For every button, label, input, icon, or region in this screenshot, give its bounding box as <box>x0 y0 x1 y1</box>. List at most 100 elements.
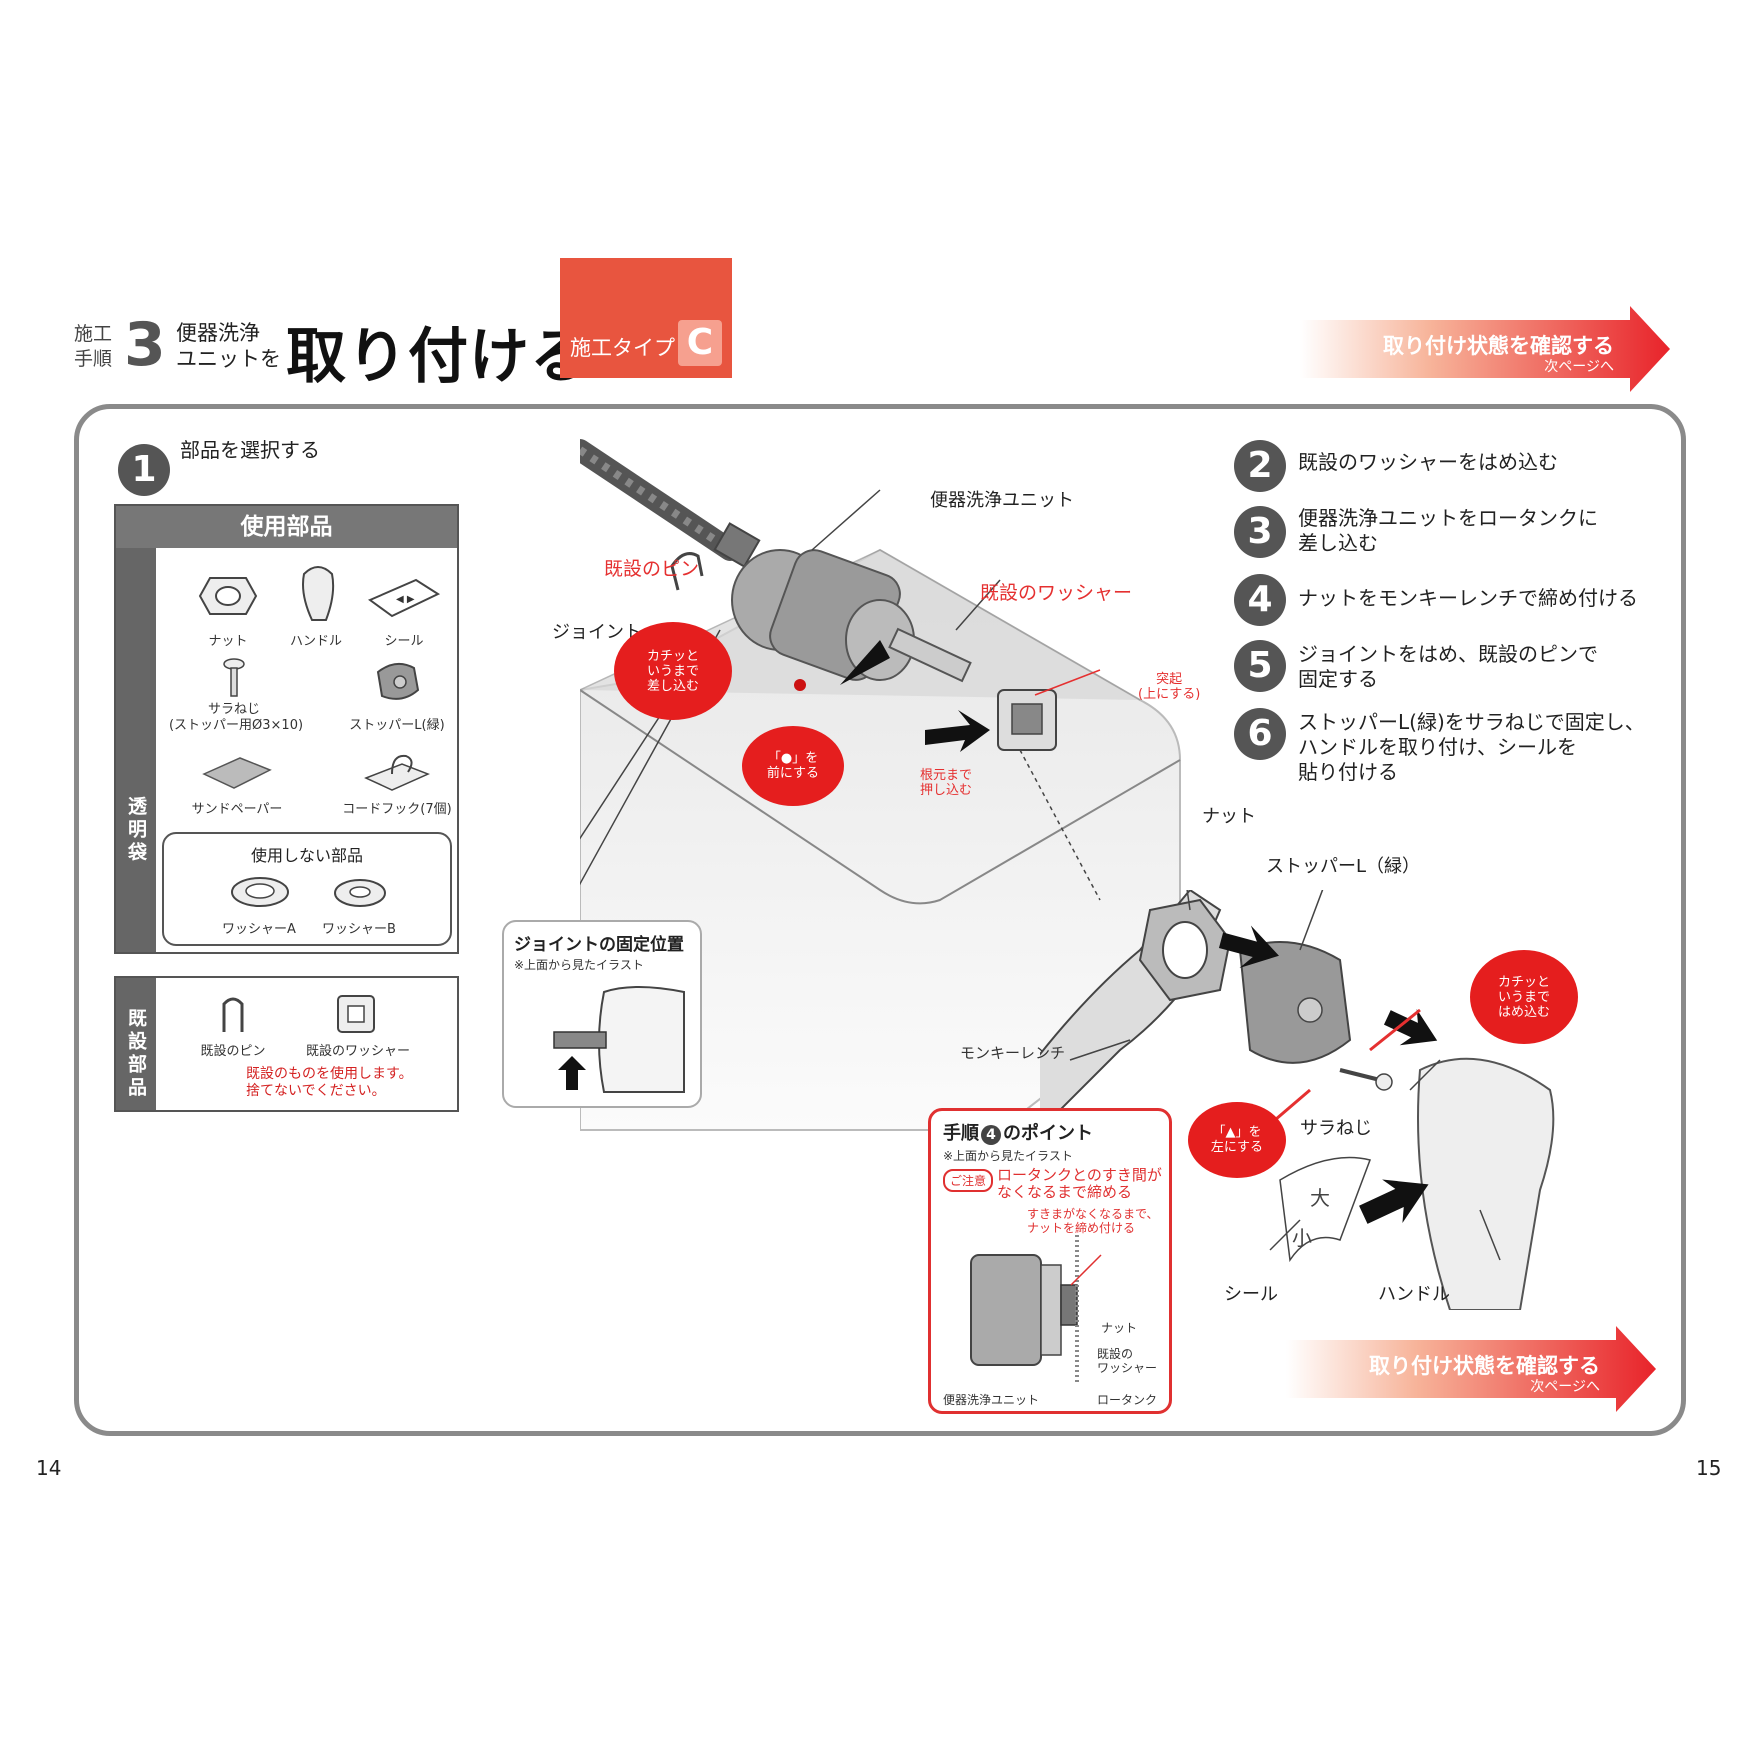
next-page-arrow-bottom[interactable] <box>1286 1326 1662 1412</box>
tip-text-1: すきまがなくなるまで、 <box>1027 1207 1159 1221</box>
label-nut: ナット <box>1202 806 1256 827</box>
installation-illustration <box>580 439 1181 1131</box>
existing-pin-icon <box>222 997 244 1032</box>
label-unit: 便器洗浄ユニット <box>930 490 1074 511</box>
bubble-snap-in: カチッと いうまで はめ込む <box>1470 950 1578 1044</box>
unused-parts-box: 使用しない部品 ワッシャーA ワッシャーB <box>162 832 452 946</box>
point-label-unit: 便器洗浄ユニット <box>943 1393 1040 1407</box>
step-4-text: ナットをモンキーレンチで締め付ける <box>1298 586 1638 610</box>
bag-label: 透明袋 <box>116 548 156 952</box>
point-inset-figure <box>970 1235 1102 1385</box>
instruction-frame <box>74 404 1686 1436</box>
cord-hook-icon <box>364 754 430 791</box>
next-page-arrow-bottom-title: 取り付け状態を確認する <box>1369 1354 1600 1378</box>
label-screw: サラねじ <box>1300 1118 1372 1139</box>
step-2-text: 既設のワッシャーをはめ込む <box>1298 450 1558 474</box>
page-title: 取り付ける <box>286 322 591 392</box>
label-push-base: 根元まで 押し込む <box>920 768 973 798</box>
step-1-text: 部品を選択する <box>180 438 320 462</box>
step-5-circle: 5 <box>1234 640 1286 692</box>
construction-type-letter: C <box>678 320 722 366</box>
step-2-circle: 2 <box>1234 440 1286 492</box>
bubble-click-insert: カチッと いうまで 差し込む <box>614 622 732 720</box>
existing-washer-icon <box>337 995 375 1033</box>
seal-icon: ◀ ▶ <box>367 578 441 618</box>
construction-type-label: 施工タイプ <box>570 336 675 360</box>
page-number-right: 15 <box>1696 1456 1722 1480</box>
label-wrench: モンキーレンチ <box>960 1044 1066 1062</box>
part-label-nut: ナット <box>208 634 248 649</box>
existing-parts-table: 既設部品 既設のピン 既設のワッシャー 既設のものを使用します。 捨てないでくだ… <box>114 976 459 1112</box>
joint-inset-title: ジョイントの固定位置 <box>514 935 684 955</box>
caution-text-1: ロータンクとのすき間が <box>997 1166 1162 1184</box>
sandpaper-icon <box>202 757 272 789</box>
point-label-nut: ナット <box>1101 1321 1138 1335</box>
step-3-circle: 3 <box>1234 506 1286 558</box>
label-handle: ハンドル <box>1378 1284 1450 1305</box>
point-inset-step-num: 4 <box>981 1125 1001 1145</box>
point-label-washer-1: 既設の <box>1097 1347 1134 1361</box>
parts-table-title: 使用部品 <box>116 506 457 548</box>
page-number-left: 14 <box>36 1456 62 1480</box>
label-stopper: ストッパーL（緑） <box>1266 856 1421 877</box>
part-label-screw: サラねじ <box>207 702 260 717</box>
washer-b-icon <box>334 879 386 907</box>
seal-big-mark: 大 <box>1310 1186 1330 1210</box>
existing-note-2: 捨てないでください。 <box>246 1083 386 1099</box>
screw-icon <box>223 658 245 697</box>
part-label-handle: ハンドル <box>289 634 342 649</box>
header-label-top: 施工 <box>74 323 113 345</box>
existing-parts-label: 既設部品 <box>116 978 156 1110</box>
label-joint: ジョイント <box>552 622 642 643</box>
step-6-circle: 6 <box>1234 708 1286 760</box>
label-existing-pin: 既設のピン <box>604 558 700 580</box>
bubble-triangle-left: 「▲」を 左にする <box>1188 1102 1286 1178</box>
header-step-number: 3 <box>124 310 166 380</box>
joint-position-figure <box>553 986 685 1093</box>
joint-position-inset: ジョイントの固定位置 ※上面から見たイラスト <box>502 920 702 1108</box>
step-1-circle: 1 <box>118 444 170 496</box>
svg-text:◀ ▶: ◀ ▶ <box>396 594 415 605</box>
header-sub-bottom: ユニットを <box>176 347 281 371</box>
point-label-washer-2: ワッシャー <box>1097 1361 1158 1375</box>
step-4-circle: 4 <box>1234 574 1286 626</box>
label-existing-washer: 既設のワッシャー <box>980 582 1133 604</box>
joint-inset-note: ※上面から見たイラスト <box>514 958 644 972</box>
step-6-text-1: ストッパーL(緑)をサラねじで固定し、 <box>1298 710 1645 734</box>
next-page-arrow-bottom-sub: 次ページへ <box>1530 1379 1600 1395</box>
stopper-icon <box>376 662 420 700</box>
existing-label-washer: 既設のワッシャー <box>306 1044 411 1059</box>
step-3-text-2: 差し込む <box>1298 531 1378 555</box>
step-3-text-1: 便器洗浄ユニットをロータンクに <box>1298 506 1598 530</box>
unused-parts-title: 使用しない部品 <box>250 846 363 865</box>
handle-assembly-illustration <box>1040 890 1555 1310</box>
next-page-arrow-top[interactable] <box>1300 306 1676 392</box>
part-label-cord-hook: コードフック(7個) <box>342 802 452 817</box>
header-sub-top: 便器洗浄 <box>176 321 260 345</box>
point-label-tank: ロータンク <box>1097 1393 1158 1407</box>
handle-icon <box>302 566 335 621</box>
caution-text-2: なくなるまで締める <box>997 1183 1133 1201</box>
part-label-stopper: ストッパーL(緑) <box>349 718 445 733</box>
caution-badge: ご注意 <box>943 1169 994 1192</box>
step-6-text-3: 貼り付ける <box>1298 760 1398 784</box>
unused-label-washer-b: ワッシャーB <box>322 922 396 937</box>
part-label-screw-spec: (ストッパー用Ø3×10) <box>168 718 304 733</box>
seal-small-mark: 小 <box>1292 1226 1312 1250</box>
header-label-bottom: 手順 <box>74 348 113 370</box>
parts-table: 使用部品 透明袋 ナット ハンドル ◀ ▶ シール サラねじ (ストッパー用Ø3… <box>114 504 459 954</box>
bubble-dot-front: 「●」を 前にする <box>742 726 844 806</box>
tip-text-2: ナットを締め付ける <box>1027 1221 1136 1235</box>
unused-label-washer-a: ワッシャーA <box>222 922 296 937</box>
step-5-text-2: 固定する <box>1298 667 1378 691</box>
construction-type-box: 施工タイプ C <box>560 258 732 378</box>
washer-a-icon <box>231 877 289 907</box>
existing-label-pin: 既設のピン <box>200 1044 266 1059</box>
nut-icon <box>198 577 258 615</box>
existing-note-1: 既設のものを使用します。 <box>246 1066 413 1082</box>
part-label-sandpaper: サンドペーパー <box>191 802 283 817</box>
point-inset-note: ※上面から見たイラスト <box>943 1149 1073 1163</box>
step-6-text-2: ハンドルを取り付け、シールを <box>1298 735 1577 759</box>
